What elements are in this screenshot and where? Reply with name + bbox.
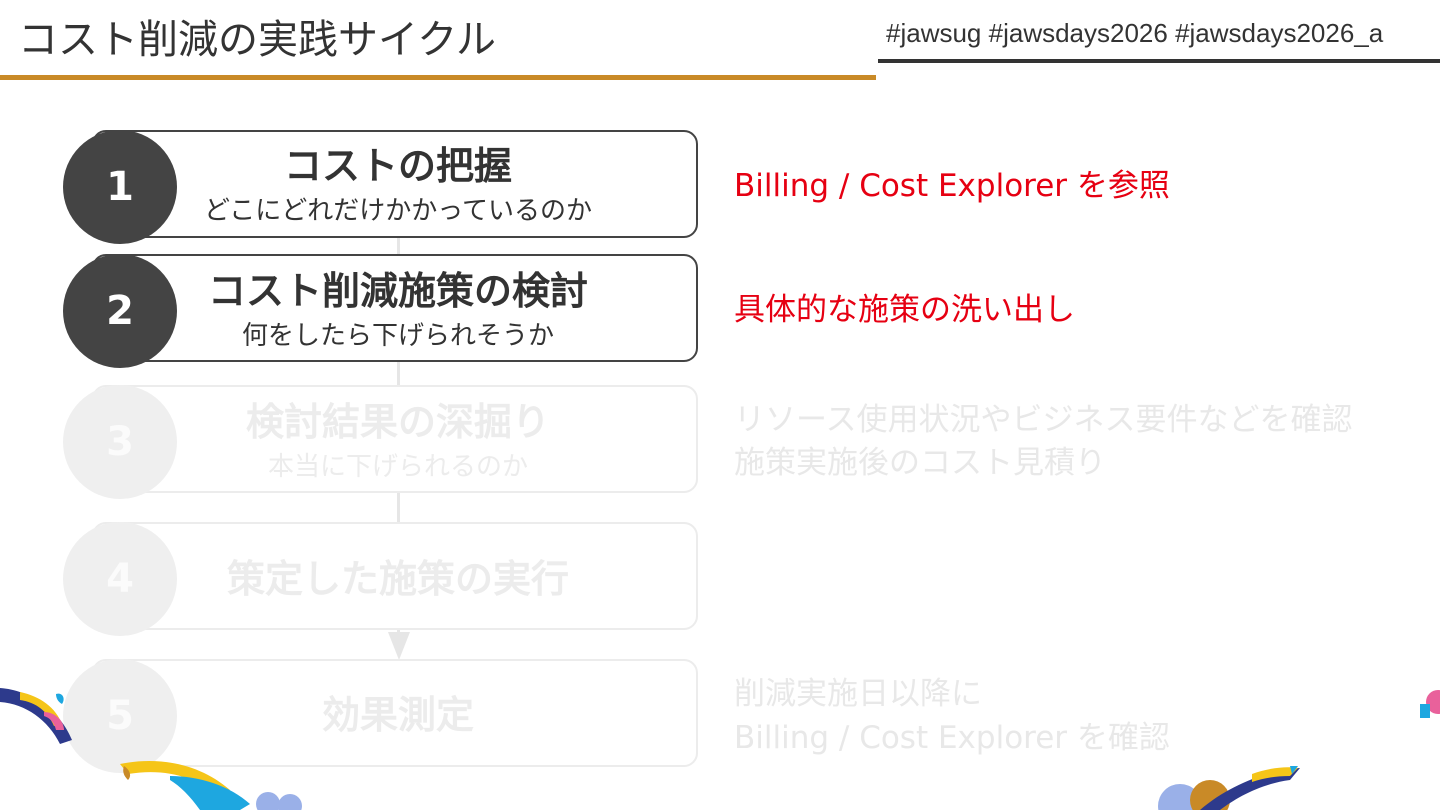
step-heading: コストの把握	[283, 144, 512, 188]
note-step-3-line-2: 施策実施後のコスト見積り	[734, 445, 1106, 481]
decorative-wave-right	[1158, 766, 1300, 810]
step-box	[92, 254, 698, 362]
step-number: 3	[63, 385, 177, 499]
step-subtext: 本当に下げられるのか	[267, 452, 528, 482]
arrow-down-icon	[388, 632, 410, 660]
step-box	[92, 522, 698, 630]
step-heading: 効果測定	[321, 693, 474, 737]
note-step-3-line-1: リソース使用状況やビジネス要件などを確認	[734, 402, 1353, 438]
hashtags: #jawsug #jawsdays2026 #jawsdays2026_a	[886, 18, 1384, 48]
step-subtext: 何をしたら下げられそうか	[241, 321, 554, 351]
connector-1-2	[397, 236, 400, 256]
step-number: 2	[63, 254, 177, 368]
step-number: 1	[63, 130, 177, 244]
note-step-5-line-2: Billing / Cost Explorer を確認	[734, 720, 1170, 756]
step-box	[92, 385, 698, 493]
note-step-1: Billing / Cost Explorer を参照	[734, 168, 1170, 204]
decorative-wave-left	[0, 688, 302, 810]
step-heading: 検討結果の深掘り	[245, 400, 550, 444]
step-number: 5	[63, 659, 177, 773]
step-heading: 策定した施策の実行	[226, 557, 569, 601]
step-box	[92, 659, 698, 767]
title-underline	[0, 75, 876, 80]
connector-3-4	[397, 492, 400, 522]
step-subtext: どこにどれだけかかっているのか	[204, 196, 592, 226]
note-step-5-line-1: 削減実施日以降に	[734, 676, 982, 712]
connector-2-3	[397, 360, 400, 386]
step-box	[92, 130, 698, 238]
slide-title: コスト削減の実践サイクル	[18, 17, 496, 63]
step-number: 4	[63, 522, 177, 636]
hashtags-underline	[878, 59, 1440, 63]
decorative-blob-right	[1420, 690, 1440, 718]
note-step-2: 具体的な施策の洗い出し	[734, 292, 1075, 328]
step-heading: コスト削減施策の検討	[207, 269, 588, 313]
